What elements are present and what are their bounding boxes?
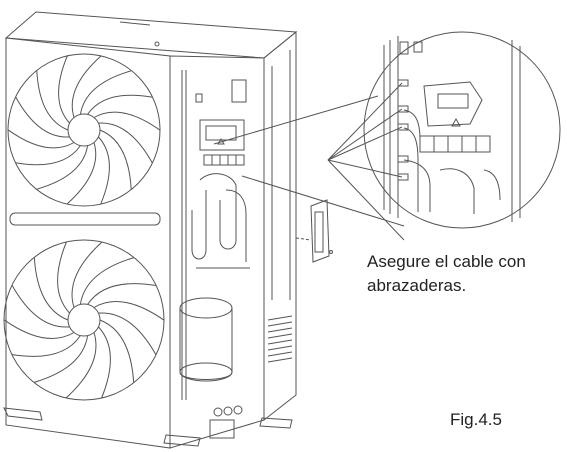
fan-blade (71, 241, 103, 308)
unit-foot-right (259, 417, 293, 429)
cable-clamp-annotation: Asegure el cable con abrazaderas. (367, 250, 526, 298)
internal-components (179, 50, 293, 439)
fan-blade (71, 55, 102, 118)
detail-magnifier-circle (363, 31, 561, 229)
compressor (179, 297, 233, 319)
unit-front-face (5, 37, 171, 449)
fan-blade (36, 145, 89, 190)
fan-blade (93, 111, 161, 131)
fan-blade (7, 129, 75, 149)
fan-blade (87, 283, 157, 305)
fan-blade (65, 332, 97, 399)
unit-foot-left (3, 407, 43, 421)
annotation-line-1: Asegure el cable con (367, 252, 526, 271)
fan-blade (79, 257, 135, 305)
fan-blade (11, 284, 70, 328)
fan-upper (7, 53, 161, 207)
fan-blade (87, 94, 153, 115)
fan-blade (3, 319, 75, 339)
fan-blade (93, 301, 165, 321)
fan-blade (57, 241, 70, 314)
unit-foot-center (163, 434, 201, 447)
fan-blade (98, 312, 157, 356)
figure-caption: Fig.4.5 (450, 410, 502, 429)
electric-control-box (199, 119, 245, 151)
removed-cover-panel (295, 199, 333, 263)
fan-blade (36, 70, 69, 131)
fan-blade (98, 326, 111, 399)
fan-blade (33, 257, 69, 321)
annotation-leaders (327, 82, 405, 241)
fan-blade (79, 70, 132, 115)
zoomed-cable-clamps (383, 36, 521, 222)
service-compartment (169, 55, 265, 449)
fan-blade (33, 335, 89, 383)
fan-blade (99, 129, 132, 190)
unit-top-panel (4, 11, 298, 59)
fan-blade (98, 122, 153, 164)
fan-lower (3, 239, 165, 401)
terminal-block (203, 154, 245, 166)
fan-divider-bar (9, 212, 161, 226)
fan-blade (15, 96, 70, 138)
fan-blade (99, 319, 135, 383)
fan-blade (58, 55, 70, 124)
fan-blade (66, 142, 97, 205)
annotation-line-2: abrazaderas. (367, 276, 467, 295)
fan-blade (98, 136, 110, 205)
detail-callout (213, 31, 561, 241)
fan-blade (15, 145, 81, 166)
fan-blade (11, 335, 81, 357)
outdoor-unit (3, 11, 298, 449)
